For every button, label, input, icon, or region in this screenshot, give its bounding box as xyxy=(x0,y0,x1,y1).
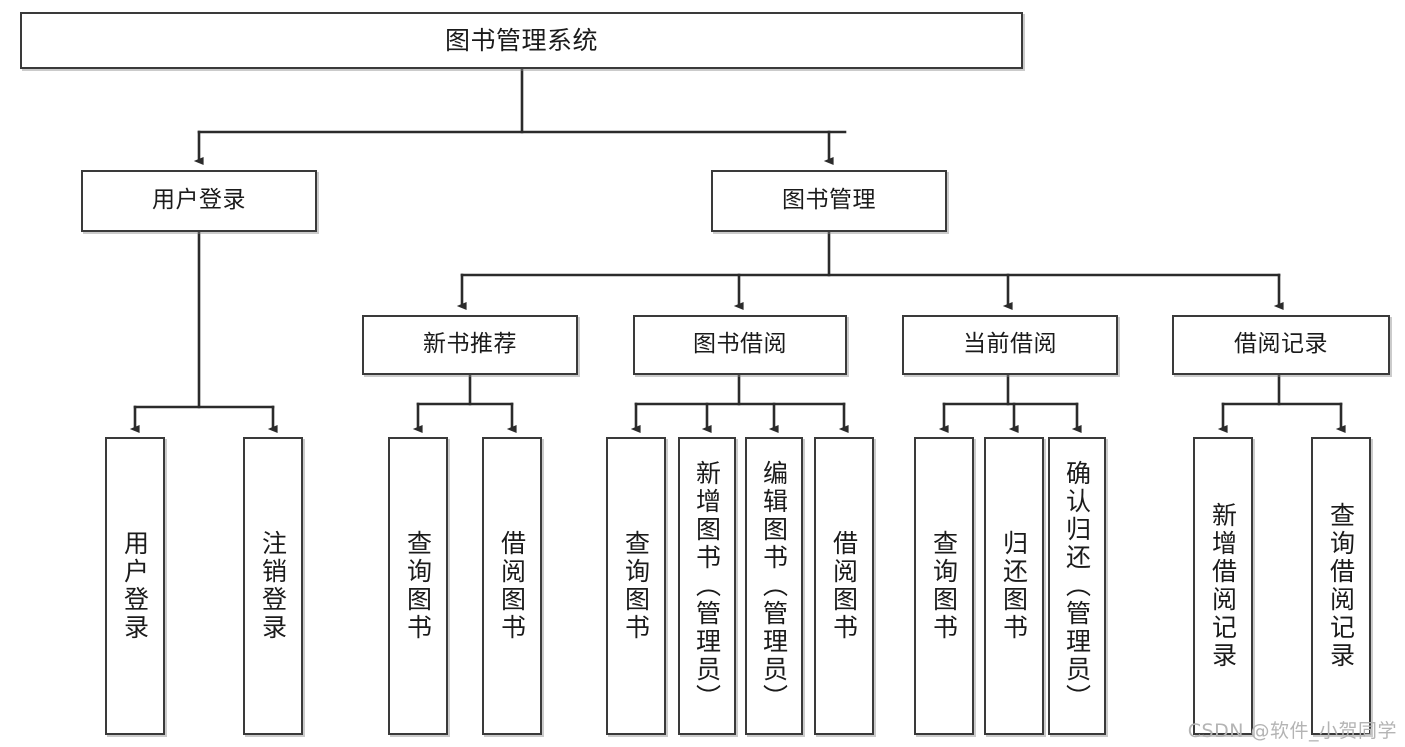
node-label: 查询图书 xyxy=(621,530,651,642)
node-book-management[interactable]: 图书管理 xyxy=(711,170,947,232)
node-label: 借阅图书 xyxy=(497,530,527,642)
node-borrow-record[interactable]: 借阅记录 xyxy=(1172,315,1390,375)
leaf-add-borrow-record[interactable]: 新增借阅记录 xyxy=(1193,437,1253,735)
leaf-logout[interactable]: 注销登录 xyxy=(243,437,303,735)
leaf-return-book[interactable]: 归还图书 xyxy=(984,437,1044,735)
node-label: 图书借阅 xyxy=(693,331,787,358)
leaf-borrow-book-recommend[interactable]: 借阅图书 xyxy=(482,437,542,735)
leaf-query-book-borrow[interactable]: 查询图书 xyxy=(606,437,666,735)
node-label: 当前借阅 xyxy=(963,331,1057,358)
leaf-confirm-return-admin[interactable]: 确认归还（管理员） xyxy=(1048,437,1106,735)
node-label: 查询借阅记录 xyxy=(1326,502,1356,670)
leaf-add-book-admin[interactable]: 新增图书（管理员） xyxy=(678,437,736,735)
node-label: 注销登录 xyxy=(258,530,288,642)
node-label: 归还图书 xyxy=(999,530,1029,642)
node-label: 图书管理 xyxy=(782,187,876,214)
node-label: 借阅图书 xyxy=(829,530,859,642)
node-label: 确认归还（管理员） xyxy=(1062,460,1092,712)
node-label: 新书推荐 xyxy=(423,331,517,358)
node-new-book-recommend[interactable]: 新书推荐 xyxy=(362,315,578,375)
node-label: 查询图书 xyxy=(403,530,433,642)
node-label: 用户登录 xyxy=(120,530,150,642)
node-label: 新增借阅记录 xyxy=(1208,502,1238,670)
leaf-user-login[interactable]: 用户登录 xyxy=(105,437,165,735)
node-label: 图书管理系统 xyxy=(444,25,598,55)
leaf-query-borrow-record[interactable]: 查询借阅记录 xyxy=(1311,437,1371,735)
node-label: 查询图书 xyxy=(929,530,959,642)
node-label: 用户登录 xyxy=(152,187,246,214)
leaf-query-book-recommend[interactable]: 查询图书 xyxy=(388,437,448,735)
watermark-text: CSDN @软件_小贺同学 xyxy=(1187,720,1397,742)
node-user-login[interactable]: 用户登录 xyxy=(81,170,317,232)
node-label: 编辑图书（管理员） xyxy=(759,460,789,712)
node-current-borrow[interactable]: 当前借阅 xyxy=(902,315,1118,375)
node-book-borrow[interactable]: 图书借阅 xyxy=(633,315,847,375)
leaf-edit-book-admin[interactable]: 编辑图书（管理员） xyxy=(745,437,803,735)
leaf-borrow-book[interactable]: 借阅图书 xyxy=(814,437,874,735)
node-label: 新增图书（管理员） xyxy=(692,460,722,712)
leaf-query-book-current[interactable]: 查询图书 xyxy=(914,437,974,735)
node-root-book-management-system[interactable]: 图书管理系统 xyxy=(20,12,1023,69)
node-label: 借阅记录 xyxy=(1234,331,1328,358)
